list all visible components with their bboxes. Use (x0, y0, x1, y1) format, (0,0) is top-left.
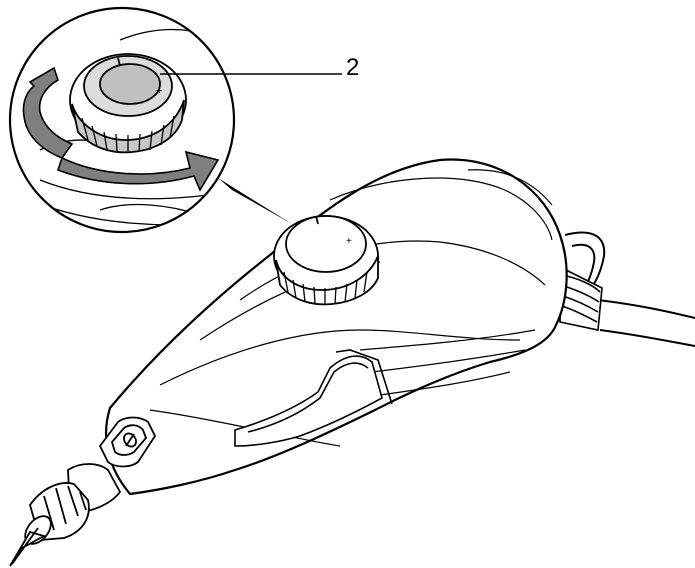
magnifier-pointer (218, 178, 292, 224)
callout-number-2: 2 (346, 54, 360, 81)
svg-text:+: + (346, 236, 352, 247)
grip-panel (234, 349, 393, 447)
speed-dial: + (273, 215, 379, 306)
power-switch (98, 416, 157, 468)
svg-text:+: + (156, 85, 162, 97)
cord-strain-relief (559, 266, 603, 331)
tool-nose (9, 463, 122, 567)
rotation-arrows (22, 66, 220, 192)
magnifier-detail: + (8, 6, 236, 234)
